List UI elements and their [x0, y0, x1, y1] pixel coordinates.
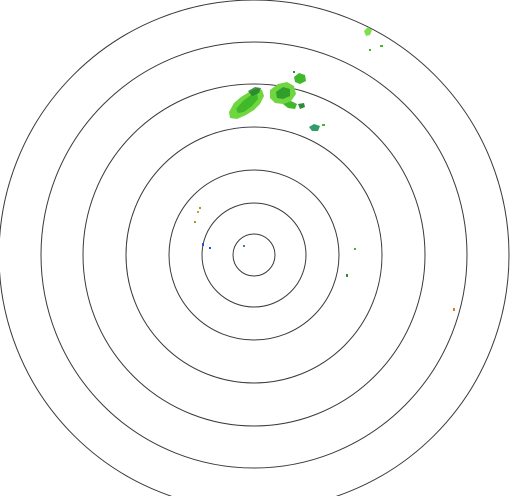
echo-cell-main-east-core	[276, 87, 290, 99]
echo-speck	[199, 207, 201, 209]
echo-cell-far-northeast	[364, 27, 372, 36]
range-ring-4	[125, 126, 383, 384]
echo-speck	[194, 221, 196, 223]
precipitation-echoes	[194, 27, 455, 311]
echo-speck	[322, 124, 325, 126]
echo-speck-blue	[209, 247, 211, 249]
range-ring-2	[201, 202, 307, 308]
echo-speck	[380, 45, 383, 47]
echo-speck	[369, 49, 371, 51]
echo-speck	[293, 71, 295, 73]
echo-speck	[197, 211, 199, 213]
echo-cell-main-east-tail	[283, 101, 297, 109]
echo-cell-main-west-core	[236, 93, 258, 113]
echo-speck-blue	[202, 243, 204, 246]
echo-cell-main-east-tail2	[298, 103, 305, 109]
echo-cell-main-west-edge	[248, 87, 261, 96]
range-ring-1	[232, 233, 276, 277]
echo-cell-east-trail	[309, 124, 320, 131]
range-ring-6	[40, 41, 468, 469]
echo-speck	[354, 248, 356, 250]
echo-speck	[346, 274, 348, 277]
range-ring-3	[168, 169, 340, 341]
echo-speck-orange	[453, 308, 455, 311]
echo-speck	[243, 245, 245, 247]
range-ring-5	[82, 83, 426, 427]
echo-cell-north-small	[294, 73, 306, 84]
